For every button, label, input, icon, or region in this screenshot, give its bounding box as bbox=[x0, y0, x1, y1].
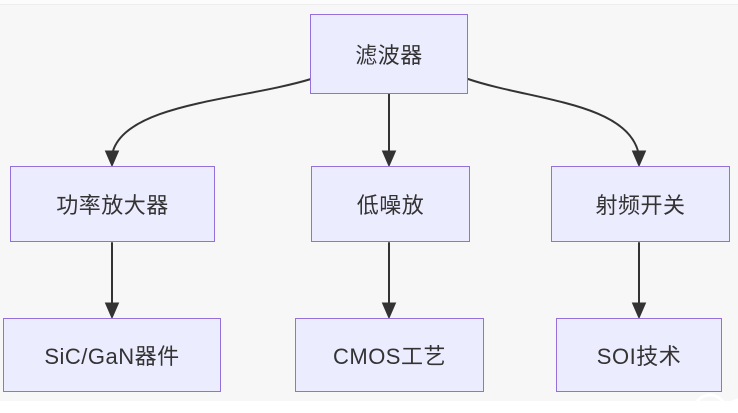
node-power-amplifier: 功率放大器 bbox=[10, 166, 215, 242]
arrowhead-filter-to-lna bbox=[381, 150, 397, 168]
arrowhead-lna-to-cmos bbox=[381, 302, 397, 320]
node-soi-technology: SOI技术 bbox=[556, 318, 722, 392]
node-cmos-process-label: CMOS工艺 bbox=[332, 344, 446, 369]
node-sic-gan-device-label: SiC/GaN器件 bbox=[44, 344, 180, 369]
watermark-arc-icon bbox=[722, 398, 738, 413]
node-cmos-process: CMOS工艺 bbox=[295, 318, 484, 392]
node-rf-switch-label: 射频开关 bbox=[595, 193, 686, 218]
node-filter: 滤波器 bbox=[310, 14, 468, 94]
node-low-noise-amplifier-label: 低噪放 bbox=[356, 193, 425, 218]
arrowhead-filter-to-rf-switch bbox=[631, 150, 647, 168]
node-rf-switch: 射频开关 bbox=[551, 166, 730, 242]
edge-filter-to-pa bbox=[112, 78, 312, 152]
node-low-noise-amplifier: 低噪放 bbox=[311, 166, 470, 242]
node-sic-gan-device: SiC/GaN器件 bbox=[3, 318, 221, 392]
page-top-edge bbox=[0, 0, 738, 5]
arrowhead-rf-switch-to-soi bbox=[631, 302, 647, 320]
node-filter-label: 滤波器 bbox=[355, 43, 423, 68]
arrowhead-pa-to-sic-gan bbox=[104, 302, 120, 320]
arrowhead-filter-to-pa bbox=[104, 150, 120, 168]
watermark-arc-icon bbox=[692, 393, 728, 413]
node-soi-technology-label: SOI技术 bbox=[596, 344, 682, 369]
page-bottom-edge bbox=[0, 401, 738, 413]
node-power-amplifier-label: 功率放大器 bbox=[56, 193, 169, 218]
edge-filter-to-rf-switch bbox=[467, 78, 639, 152]
